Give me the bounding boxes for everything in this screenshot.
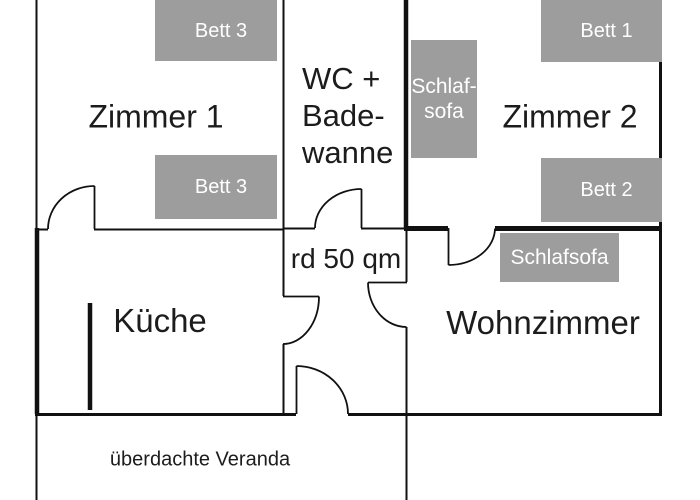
door-arc-wohnzimmer: [367, 282, 407, 328]
bed-bett3-bottom: Bett 3: [155, 155, 277, 219]
sofa-schlafsofa-wohnzimmer: Schlafsofa: [500, 233, 619, 282]
bathroom-label-line2: Bade-: [302, 98, 385, 133]
door-arc-entrance: [296, 365, 349, 415]
door-arc-kueche: [282, 296, 320, 345]
sofa-label-line1: Schlaf-: [411, 75, 477, 98]
bed-label: Bett 3: [194, 176, 248, 198]
bed-bett3-top: Bett 3: [155, 0, 277, 61]
bed-bett1: Bett 1: [541, 0, 662, 62]
door-arc-wc: [314, 188, 362, 229]
room-label-veranda: überdachte Veranda: [109, 448, 291, 471]
door-arc-zimmer1: [47, 185, 95, 230]
sofa-label: Schlaf- sofa: [411, 74, 476, 124]
hallway-area-label: rd 50 qm: [290, 243, 402, 274]
bed-label: Bett 1: [580, 20, 633, 42]
sofa-label: Schlafsofa: [510, 246, 609, 269]
room-label-wohnzimmer: Wohnzimmer: [446, 304, 640, 341]
room-label-zimmer1: Zimmer 1: [88, 98, 224, 135]
sofa-label-line2: sofa: [424, 100, 464, 123]
sofa-schlafsofa-zimmer2: Schlaf- sofa: [411, 40, 477, 158]
room-label-kueche: Küche: [113, 302, 207, 339]
room-label-zimmer2: Zimmer 2: [502, 98, 638, 135]
bathroom-label-line3: wanne: [302, 135, 394, 170]
bed-label: Bett 3: [194, 19, 248, 42]
bed-bett2: Bett 2: [541, 158, 662, 222]
door-arc-zimmer2: [448, 228, 496, 266]
bathroom-label-line1: WC +: [302, 61, 381, 96]
bed-label: Bett 2: [580, 179, 633, 201]
room-label-bathroom: WC + Bade- wanne: [302, 60, 393, 171]
